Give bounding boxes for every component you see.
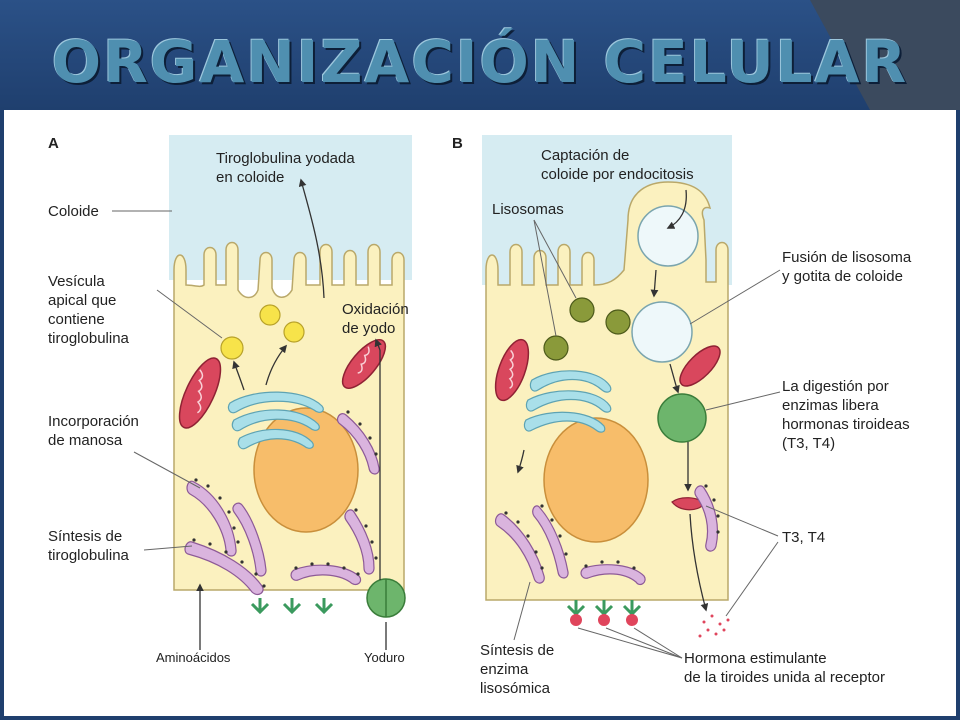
label-vesicula-1: Vesícula: [48, 273, 105, 290]
label-aminoacidos: Aminoácidos: [156, 650, 231, 665]
released-hormones: [698, 614, 730, 638]
label-fusion-1: Fusión de lisosoma: [782, 249, 912, 266]
panel-b: B: [452, 135, 912, 697]
thyroid-cell-diagram: A: [48, 135, 912, 697]
label-digestion-4: (T3, T4): [782, 435, 835, 452]
label-digestion-3: hormonas tiroideas: [782, 416, 910, 433]
endocytosis-vesicle: [637, 205, 699, 267]
label-sintesis-1: Síntesis de: [48, 528, 122, 545]
label-digestion-2: enzimas libera: [782, 397, 879, 414]
label-oxidacion-1: Oxidación: [342, 301, 409, 318]
label-lisosomas: Lisosomas: [492, 201, 564, 218]
panel-a: A: [48, 135, 412, 665]
label-tiroglobulina-yodada-1: Tiroglobulina yodada: [216, 150, 355, 167]
label-digestion-1: La digestión por: [782, 378, 889, 395]
tsh-receptors: [566, 600, 642, 626]
label-incorporacion-1: Incorporación: [48, 413, 139, 430]
label-hormona-1: Hormona estimulante: [684, 650, 827, 667]
digestion-vesicle: [657, 393, 707, 443]
panel-a-letter: A: [48, 135, 59, 152]
lysosomes: [543, 297, 631, 361]
diagram-panel: A: [4, 110, 956, 716]
ribosomes-b: [504, 484, 720, 570]
label-sintesis-enzima-1: Síntesis de: [480, 642, 554, 659]
label-oxidacion-2: de yodo: [342, 320, 395, 337]
label-yoduro: Yoduro: [364, 650, 405, 665]
label-captacion-2: coloide por endocitosis: [541, 166, 694, 183]
label-coloide: Coloide: [48, 203, 99, 220]
label-fusion-2: y gotita de coloide: [782, 268, 903, 285]
arrows-a: [232, 178, 325, 391]
label-sintesis-enzima-3: lisosómica: [480, 680, 551, 697]
slide-title: ORGANIZACIÓN CELULAR: [51, 28, 909, 96]
panel-b-letter: B: [452, 135, 463, 152]
receptors-a: [250, 598, 334, 615]
golgi-a: [227, 391, 324, 450]
label-hormona-2: de la tiroides unida al receptor: [684, 669, 885, 686]
label-captacion-1: Captación de: [541, 147, 629, 164]
label-tiroglobulina-yodada-2: en coloide: [216, 169, 284, 186]
mitochondria-b: [494, 338, 721, 402]
label-t3-t4: T3, T4: [782, 529, 825, 546]
ribosomes-a: [192, 410, 378, 588]
apical-vesicles-a: [220, 304, 305, 360]
label-vesicula-2: apical que: [48, 292, 116, 309]
label-sintesis-2: tiroglobulina: [48, 547, 130, 564]
label-incorporacion-2: de manosa: [48, 432, 123, 449]
mitochondria-a: [178, 339, 387, 429]
label-vesicula-3: contiene: [48, 311, 105, 328]
label-sintesis-enzima-2: enzima: [480, 661, 529, 678]
label-vesicula-4: tiroglobulina: [48, 330, 130, 347]
rough-er-a: [184, 413, 380, 596]
slide-header: ORGANIZACIÓN CELULAR: [0, 0, 960, 110]
rough-er-b: [494, 485, 719, 586]
nucleus-b: [543, 417, 649, 543]
arrows-b: [516, 189, 709, 612]
golgi-b: [523, 370, 612, 433]
lysosome-colloid-fusion: [631, 301, 693, 363]
